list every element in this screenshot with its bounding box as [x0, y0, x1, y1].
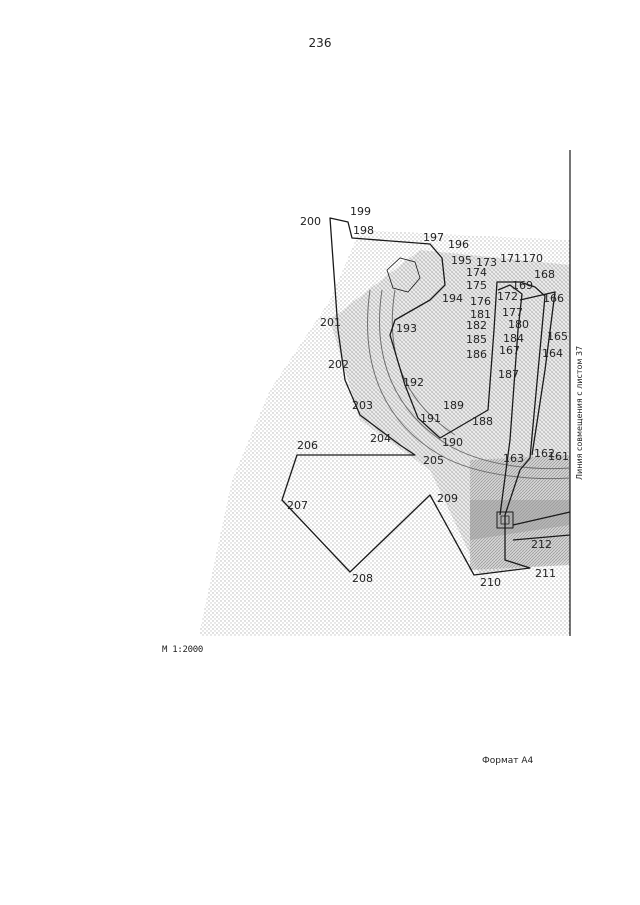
point-label-165: 165	[547, 330, 568, 343]
point-label-173: 173	[476, 256, 497, 269]
point-label-189: 188	[472, 415, 493, 428]
point-label-167: 167	[499, 344, 520, 357]
point-label-202: 201	[320, 316, 341, 329]
point-labels: 161 162 163 164 165 166 167 168 169 170 …	[287, 205, 569, 589]
point-label-194: 193	[396, 322, 417, 335]
point-label-175: 175	[466, 279, 487, 292]
point-label-188: 187	[498, 368, 519, 381]
point-label-177: 177	[502, 306, 523, 319]
point-label-197: 196	[448, 238, 469, 251]
point-label-161: 161	[548, 450, 569, 463]
point-label-182: 182	[466, 319, 487, 332]
point-label-184: 184	[503, 332, 524, 345]
point-label-191: 190	[442, 436, 463, 449]
point-label-190: 189	[443, 399, 464, 412]
point-label-200: 199	[350, 205, 371, 218]
point-label-203: 202	[328, 358, 349, 371]
scale-label: M 1:2000	[162, 645, 203, 655]
point-label-212: 211	[535, 567, 556, 580]
point-label-210: 209	[437, 492, 458, 505]
page-number: 236	[308, 36, 332, 50]
point-label-192: 191	[420, 412, 441, 425]
parcel-boundaries	[281, 217, 571, 576]
point-label-176: 176	[470, 295, 491, 308]
point-label-199: 198	[353, 224, 374, 237]
point-label-180: 180	[508, 318, 529, 331]
format-label: Формат А4	[482, 756, 534, 766]
point-label-195: 194	[442, 292, 463, 305]
point-label-205: 204	[370, 432, 391, 445]
point-label-207: 206	[297, 439, 318, 452]
point-label-185: 185	[466, 333, 487, 346]
point-label-198: 197	[423, 231, 444, 244]
point-label-208: 207	[287, 499, 308, 512]
point-label-211: 210	[480, 576, 501, 589]
point-label-206: 205	[423, 454, 444, 467]
match-line-label: Линия совмещения с листом 37	[575, 346, 584, 480]
building-outline	[386, 257, 421, 293]
point-label-162: 162	[534, 447, 555, 460]
point-label-164: 164	[542, 347, 563, 360]
point-label-201: 200	[300, 215, 321, 228]
point-label-193: 192	[403, 376, 424, 389]
point-label-181: 181	[470, 308, 491, 321]
point-label-168: 168	[534, 268, 555, 281]
point-label-171: 171	[500, 252, 521, 265]
point-label-172: 172	[497, 290, 518, 303]
point-label-169: 169	[512, 279, 533, 292]
point-label-213: 212	[531, 538, 552, 551]
point-label-196: 195	[451, 254, 472, 267]
point-label-166: 166	[543, 292, 564, 305]
point-label-170: 170	[522, 252, 543, 265]
point-label-209: 208	[352, 572, 373, 585]
point-label-204: 203	[352, 399, 373, 412]
point-label-163: 163	[503, 452, 524, 465]
point-label-186: 186	[466, 348, 487, 361]
point-label-174: 174	[466, 266, 487, 279]
